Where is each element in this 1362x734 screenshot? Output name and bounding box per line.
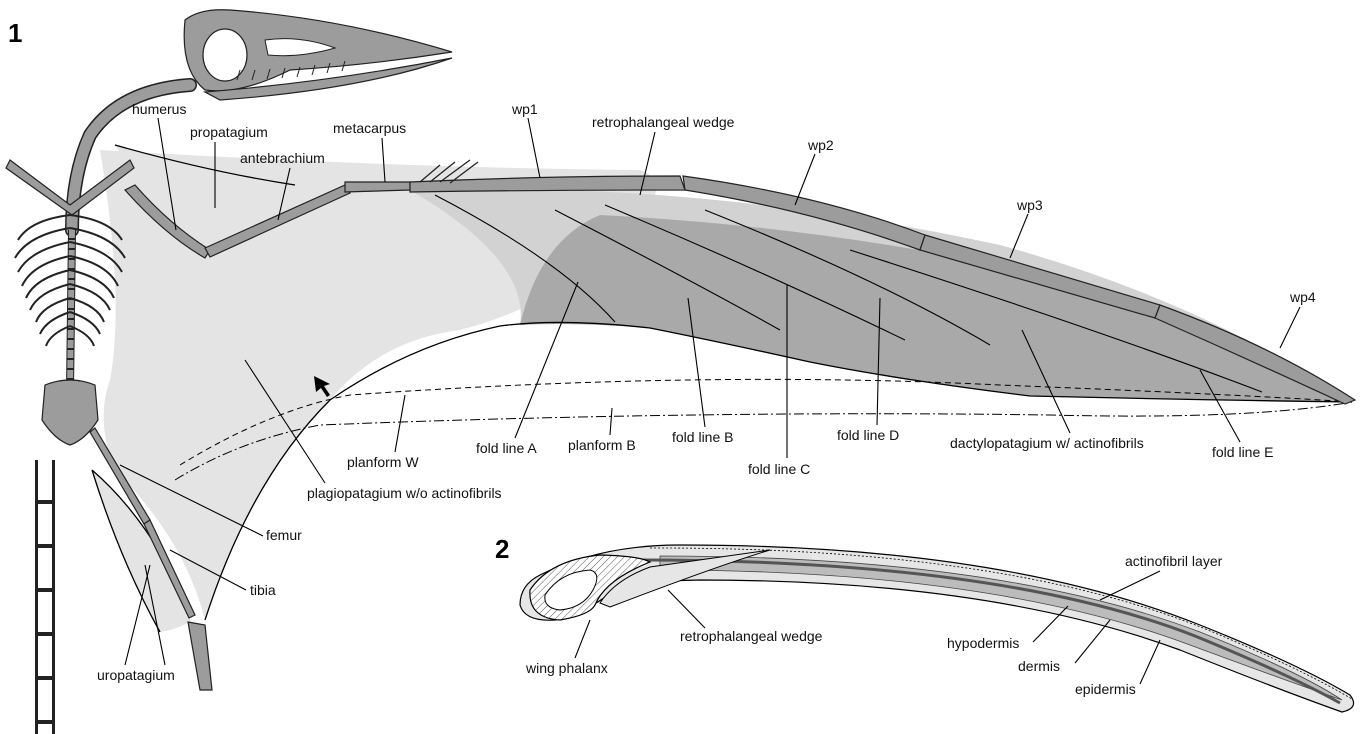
label-uropatagium: uropatagium	[97, 667, 175, 683]
label-wing-phalanx: wing phalanx	[525, 660, 608, 676]
label-wp2: wp2	[807, 137, 834, 153]
label-wp1: wp1	[511, 101, 538, 117]
label-propatagium: propatagium	[190, 124, 268, 140]
panel-2: 2 actinofibril layer hypodermis dermis e…	[495, 534, 1354, 712]
metacarpus-bone	[345, 182, 410, 192]
label-humerus: humerus	[132, 101, 186, 117]
label-dactylopatagium: dactylopatagium w/ actinofibrils	[950, 435, 1144, 451]
pelvis	[42, 380, 98, 445]
label-fold-line-d: fold line D	[837, 427, 899, 443]
panel-1-number: 1	[8, 18, 22, 48]
label-actinofibril-layer: actinofibril layer	[1125, 553, 1223, 569]
label-fold-line-c: fold line C	[748, 461, 810, 477]
label-fold-line-b: fold line B	[672, 429, 733, 445]
label-epidermis: epidermis	[1075, 681, 1136, 697]
leader-planform-b	[610, 408, 612, 435]
foot	[188, 622, 212, 690]
label-femur: femur	[266, 527, 302, 543]
planform-w-line	[180, 379, 1352, 465]
label-retrophalangeal-wedge: retrophalangeal wedge	[592, 114, 735, 130]
label-planform-b: planform B	[568, 437, 636, 453]
label-plagiopatagium: plagiopatagium w/o actinofibrils	[307, 485, 502, 501]
label-tibia: tibia	[250, 582, 276, 598]
leader-wing-phalanx	[575, 620, 590, 658]
leader-planform-w	[395, 395, 405, 452]
leader-wp4	[1280, 307, 1300, 348]
skull	[184, 10, 452, 100]
leader-actinofibril-layer	[1100, 571, 1160, 600]
label-hypodermis: hypodermis	[947, 635, 1019, 651]
label-fold-line-a: fold line A	[476, 440, 537, 456]
label-fold-line-e: fold line E	[1212, 444, 1273, 460]
leader-wp2	[795, 154, 815, 205]
leader-retrophalangeal-wedge-2	[668, 590, 705, 628]
label-dermis: dermis	[1018, 658, 1060, 674]
label-retrophalangeal-wedge-2: retrophalangeal wedge	[680, 628, 823, 644]
label-wp3: wp3	[1016, 197, 1043, 213]
label-metacarpus: metacarpus	[333, 120, 406, 136]
label-wp4: wp4	[1289, 289, 1316, 305]
label-planform-w: planform W	[347, 454, 419, 470]
skull-orbit	[203, 29, 247, 81]
leader-dermis	[1075, 620, 1110, 663]
panel-2-number: 2	[495, 534, 509, 564]
label-antebrachium: antebrachium	[240, 150, 325, 166]
leader-epidermis	[1140, 640, 1160, 684]
